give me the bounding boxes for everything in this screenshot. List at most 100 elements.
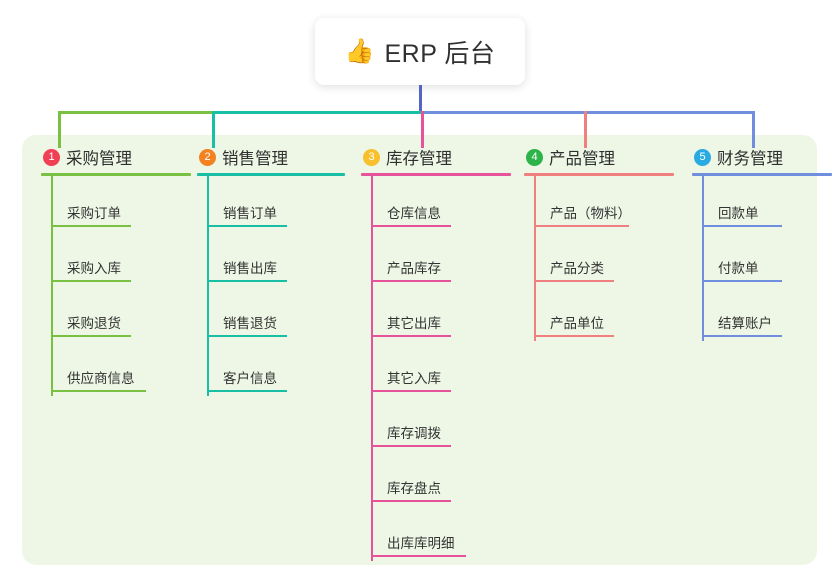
- branch-item-rule: [371, 390, 451, 392]
- branch-item-rule: [51, 280, 131, 282]
- branch-spine: [702, 176, 704, 341]
- branch-items: 采购订单采购入库采购退货供应商信息: [41, 176, 191, 396]
- branch-item-rule: [534, 335, 614, 337]
- branch-item[interactable]: 销售订单: [197, 176, 345, 231]
- branch-number-badge: 5: [694, 148, 711, 166]
- branch-item[interactable]: 产品单位: [524, 286, 674, 341]
- branch-item[interactable]: 库存调拨: [361, 396, 511, 451]
- branch-item-rule: [371, 335, 451, 337]
- branch-item-rule: [207, 390, 287, 392]
- thumbs-up-icon: 👍: [344, 37, 375, 65]
- branch-item-label: 销售出库: [223, 261, 277, 276]
- bus-segment-3: [421, 111, 584, 114]
- branch-item[interactable]: 销售退货: [197, 286, 345, 341]
- root-stem-line: [419, 85, 422, 112]
- branch-item-rule: [207, 335, 287, 337]
- branch-item[interactable]: 客户信息: [197, 341, 345, 396]
- branch-items: 回款单付款单结算账户: [692, 176, 832, 341]
- branch-item[interactable]: 采购退货: [41, 286, 191, 341]
- branch-item-label: 销售订单: [223, 206, 277, 221]
- branch-number-badge: 2: [199, 148, 216, 166]
- branch-item-label: 采购退货: [67, 316, 121, 331]
- branch-drop-2: [212, 111, 215, 148]
- branch-item-label: 产品单位: [550, 316, 604, 331]
- branch-spine: [371, 176, 373, 561]
- branch-items: 仓库信息产品库存其它出库其它入库库存调拨库存盘点出库库明细: [361, 176, 511, 561]
- branch-spine: [207, 176, 209, 396]
- branch-item-rule: [51, 390, 146, 392]
- branch-item-label: 产品（物料）: [550, 206, 631, 221]
- branch-header-5[interactable]: 5 财务管理: [692, 145, 832, 169]
- branch-item-rule: [371, 445, 451, 447]
- branch-item-rule: [371, 225, 451, 227]
- branch-title: 销售管理: [222, 150, 288, 168]
- branch-item-rule: [702, 280, 782, 282]
- branch-drop-4: [584, 111, 587, 148]
- branch-header-2[interactable]: 2 销售管理: [197, 145, 345, 169]
- branch-item-rule: [371, 555, 466, 557]
- bus-segment-4: [584, 111, 752, 114]
- branch-item-label: 供应商信息: [67, 371, 135, 386]
- branch-item[interactable]: 销售出库: [197, 231, 345, 286]
- branch-items: 产品（物料） 产品分类产品单位: [524, 176, 674, 341]
- branch-title: 产品管理: [549, 150, 615, 168]
- root-node[interactable]: 👍 ERP 后台: [315, 18, 525, 85]
- branch-item[interactable]: 付款单: [692, 231, 832, 286]
- branch-title: 采购管理: [66, 150, 132, 168]
- branch-item[interactable]: 产品（物料）: [524, 176, 674, 231]
- branch-items: 销售订单销售出库销售退货客户信息: [197, 176, 345, 396]
- branch-item-rule: [207, 225, 287, 227]
- branch-item-label: 结算账户: [718, 316, 772, 331]
- branch-item-label: 库存调拨: [387, 426, 441, 441]
- branch-item-label: 销售退货: [223, 316, 277, 331]
- branch-item[interactable]: 回款单: [692, 176, 832, 231]
- branch-item[interactable]: 出库库明细: [361, 506, 511, 561]
- branch-item[interactable]: 其它出库: [361, 286, 511, 341]
- branch-item-label: 回款单: [718, 206, 759, 221]
- branch-item-label: 客户信息: [223, 371, 277, 386]
- branch-item-label: 其它入库: [387, 371, 441, 386]
- branch-item[interactable]: 结算账户: [692, 286, 832, 341]
- branch-item-label: 库存盘点: [387, 481, 441, 496]
- branch-item-rule: [534, 225, 629, 227]
- branch-underline: [692, 173, 832, 176]
- branch-item-rule: [534, 280, 614, 282]
- branch-item[interactable]: 供应商信息: [41, 341, 191, 396]
- branch-item[interactable]: 产品库存: [361, 231, 511, 286]
- branch-item-label: 其它出库: [387, 316, 441, 331]
- diagram-canvas: [22, 135, 817, 565]
- branch-item-rule: [702, 335, 782, 337]
- branch-item-rule: [51, 225, 131, 227]
- branch-underline: [41, 173, 191, 176]
- branch-column-2: 2 销售管理销售订单销售出库销售退货客户信息: [197, 145, 345, 396]
- branch-underline: [361, 173, 511, 176]
- branch-item[interactable]: 采购订单: [41, 176, 191, 231]
- branch-item[interactable]: 采购入库: [41, 231, 191, 286]
- branch-item-label: 出库库明细: [387, 536, 455, 551]
- branch-item-label: 付款单: [718, 261, 759, 276]
- branch-item-rule: [51, 335, 131, 337]
- branch-underline: [197, 173, 345, 176]
- branch-item-rule: [371, 500, 451, 502]
- branch-column-5: 5 财务管理回款单付款单结算账户: [692, 145, 832, 341]
- bus-segment-1: [58, 111, 212, 114]
- branch-item[interactable]: 库存盘点: [361, 451, 511, 506]
- branch-spine: [51, 176, 53, 396]
- bus-segment-2: [212, 111, 421, 114]
- root-title: ERP 后台: [384, 39, 496, 68]
- branch-number-badge: 3: [363, 148, 380, 166]
- branch-title: 财务管理: [717, 150, 783, 168]
- branch-item[interactable]: 仓库信息: [361, 176, 511, 231]
- branch-item[interactable]: 其它入库: [361, 341, 511, 396]
- branch-item-rule: [207, 280, 287, 282]
- branch-spine: [534, 176, 536, 341]
- branch-item[interactable]: 产品分类: [524, 231, 674, 286]
- branch-drop-3: [421, 111, 424, 148]
